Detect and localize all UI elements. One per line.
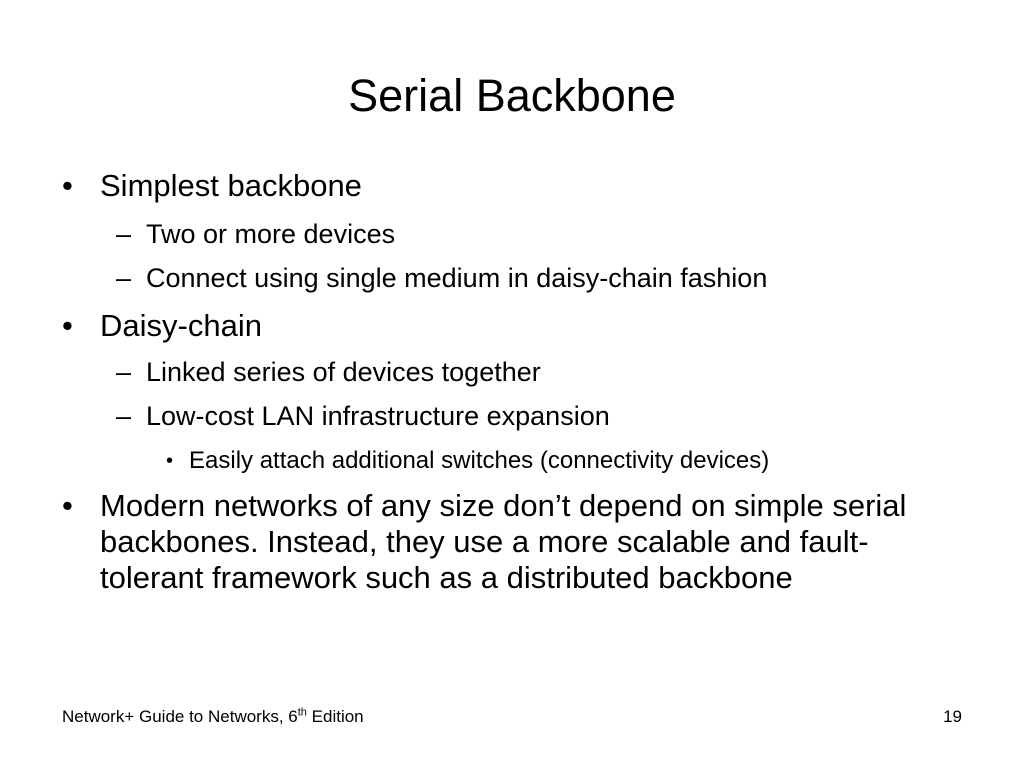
footer-source-prefix: Network+ Guide to Networks, 6 <box>62 707 298 726</box>
page-number: 19 <box>943 707 962 726</box>
bullet-daisy-chain: Daisy-chain <box>100 308 262 343</box>
bullet-marker: • <box>62 308 73 343</box>
bullet-marker: • <box>62 488 73 523</box>
bullet-marker: • <box>62 168 73 203</box>
sub-bullet-two-or-more-devices: Two or more devices <box>146 219 396 249</box>
footer-source-suffix: Edition <box>306 707 364 726</box>
footer-source-superscript: th <box>297 706 307 719</box>
sub-bullet-low-cost-lan: Low-cost LAN infrastructure expansion <box>146 401 610 431</box>
bullet-modern-networks: Modern networks of any size don’t depend… <box>100 488 907 595</box>
sub-bullet-connect-single-medium: Connect using single medium in daisy-cha… <box>146 263 768 293</box>
slide-title: Serial Backbone <box>348 70 676 121</box>
slide-body: • Simplest backbone – Two or more device… <box>62 168 907 595</box>
sub-sub-bullet-marker: • <box>166 450 174 472</box>
sub-bullet-marker: – <box>116 263 132 293</box>
sub-bullet-linked-series: Linked series of devices together <box>146 357 541 387</box>
sub-bullet-marker: – <box>116 401 132 431</box>
bullet-simplest-backbone: Simplest backbone <box>100 168 362 203</box>
footer-source: Network+ Guide to Networks, 6th Edition <box>62 706 364 728</box>
sub-bullet-marker: – <box>116 357 132 387</box>
sub-sub-bullet-attach-switches: Easily attach additional switches (conne… <box>189 447 770 474</box>
sub-bullet-marker: – <box>116 219 132 249</box>
